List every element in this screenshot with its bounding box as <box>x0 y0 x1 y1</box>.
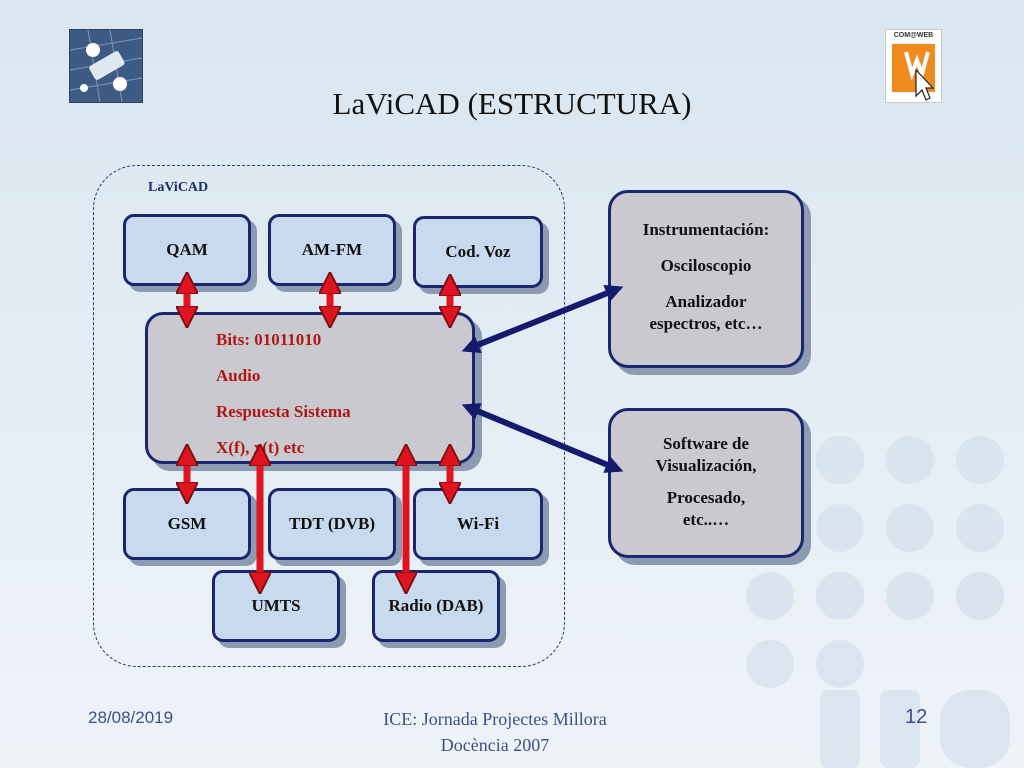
am-fm-box: AM-FM <box>268 214 396 286</box>
wifi-box: Wi-Fi <box>413 488 543 560</box>
radio-dab-box: Radio (DAB) <box>372 570 500 642</box>
software-line-2: Visualización, <box>655 456 757 475</box>
central-line-audio: Audio <box>216 366 261 385</box>
footer-center-line2: Docència 2007 <box>440 735 550 755</box>
tdt-dvb-box: TDT (DVB) <box>268 488 396 560</box>
software-box: Software de Visualización, Procesado, et… <box>608 408 804 558</box>
comweb-logo: COM@WEB <box>885 29 942 103</box>
footer-center: ICE: Jornada Projectes Millora Docència … <box>330 706 660 758</box>
software-line-4: etc..… <box>682 510 730 529</box>
central-line-bits: Bits: 01011010 <box>216 330 322 349</box>
instrumentation-heading: Instrumentación: <box>642 220 770 239</box>
cod-voz-box: Cod. Voz <box>413 216 543 288</box>
umts-box: UMTS <box>212 570 340 642</box>
software-line-1: Software de <box>662 434 750 453</box>
region-label: LaViCAD <box>148 180 209 195</box>
instrumentation-box: Instrumentación: Osciloscopio Analizador… <box>608 190 804 368</box>
footer-date: 28/08/2019 <box>88 708 174 727</box>
arrow-instrumentation <box>461 284 624 354</box>
instrumentation-line-2: Analizador <box>665 292 747 311</box>
arrow-software <box>461 403 624 473</box>
upc-watermark <box>690 420 1024 768</box>
slide-title: LaViCAD (ESTRUCTURA) <box>332 86 692 121</box>
footer-center-line1: ICE: Jornada Projectes Millora <box>383 709 607 729</box>
software-line-3: Procesado, <box>666 488 746 507</box>
comweb-logo-text: COM@WEB <box>893 32 934 39</box>
fsc-logo <box>69 29 143 103</box>
instrumentation-line-1: Osciloscopio <box>660 256 752 275</box>
instrumentation-line-3: espectros, etc… <box>649 314 763 333</box>
central-line-respuesta: Respuesta Sistema <box>216 402 351 421</box>
page-number: 12 <box>905 706 928 728</box>
